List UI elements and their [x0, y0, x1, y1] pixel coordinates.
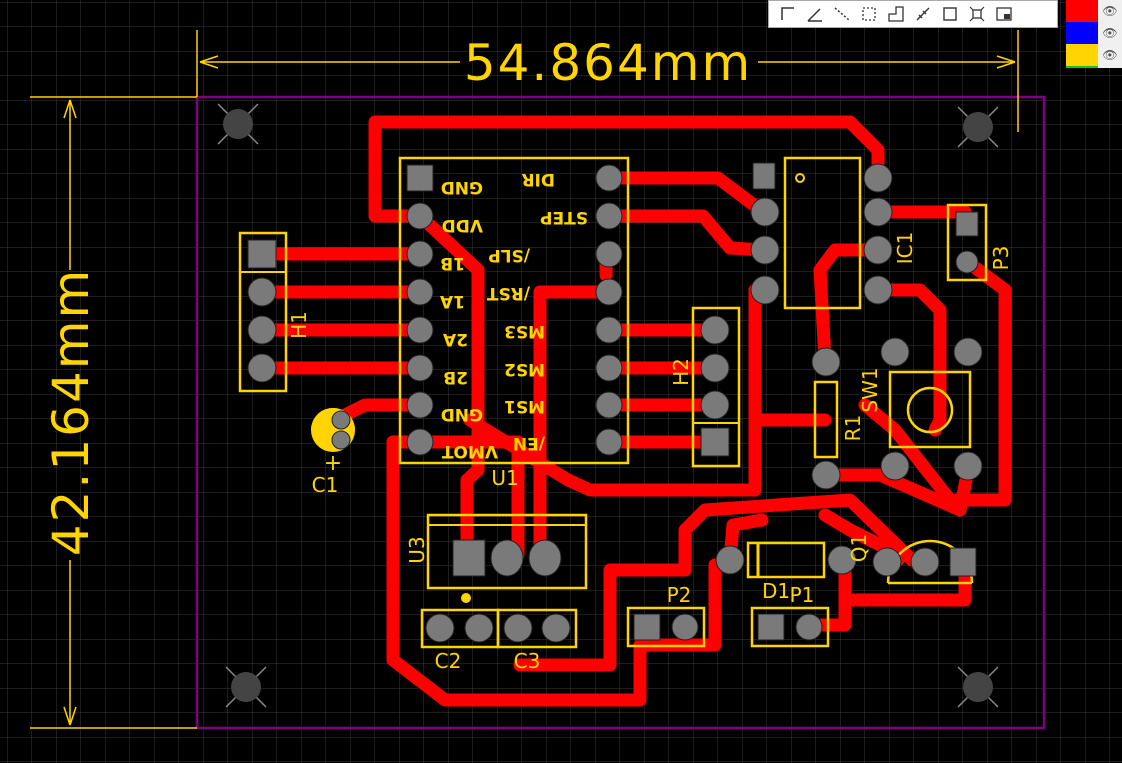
- drawing-toolbar: [768, 0, 1058, 28]
- measure-icon[interactable]: [912, 3, 934, 25]
- ic1-label: IC1: [893, 232, 917, 265]
- layer-swatch-red[interactable]: [1066, 0, 1098, 22]
- component-u3[interactable]: U3: [405, 513, 588, 590]
- component-r1[interactable]: R1: [811, 347, 865, 490]
- u1-pin-l6: GND: [441, 404, 483, 424]
- u1-label: U1: [491, 466, 518, 490]
- u1-pin-r2: /SLP: [488, 245, 530, 265]
- p1-label: P1: [790, 583, 815, 607]
- mounting-hole-bl: [225, 666, 267, 708]
- component-p3[interactable]: P3: [946, 203, 1013, 282]
- sw1-label: SW1: [858, 367, 882, 412]
- dimension-height: [30, 96, 197, 729]
- component-q1[interactable]: Q1: [847, 534, 977, 585]
- u1-pin-l4: 2A: [442, 329, 468, 349]
- component-p2[interactable]: P2: [626, 583, 706, 648]
- p2-label: P2: [667, 583, 692, 607]
- layer-row-red[interactable]: 👁: [1066, 0, 1122, 22]
- u1-pin-r1: STEP: [540, 207, 588, 227]
- route-icon[interactable]: [777, 3, 799, 25]
- p3-label: P3: [989, 246, 1013, 271]
- u3-label: U3: [405, 536, 429, 563]
- u1-pin-l2: 1B: [440, 253, 465, 273]
- dashed-rect-icon[interactable]: [858, 3, 880, 25]
- component-c1[interactable]: + C1: [311, 408, 355, 497]
- u1-pin-r0: DIR: [521, 169, 555, 189]
- q1-label: Q1: [847, 534, 871, 562]
- u1-right-pads: [595, 164, 623, 456]
- component-h1[interactable]: H1: [238, 231, 311, 393]
- eye-icon[interactable]: 👁: [1102, 26, 1118, 40]
- mounting-holes: [217, 103, 999, 708]
- c3-label: C3: [514, 649, 541, 673]
- h2-label: H2: [669, 358, 693, 386]
- component-ic1[interactable]: IC1: [750, 156, 917, 310]
- layer-panel: 👁 👁 👁: [1066, 0, 1122, 68]
- c1-label: C1: [312, 473, 339, 497]
- u1-pin-r6: MS1: [504, 396, 545, 416]
- polygon-icon[interactable]: [885, 3, 907, 25]
- component-sw1[interactable]: SW1: [858, 337, 983, 481]
- board-outline: [195, 95, 1046, 730]
- u1-pin-l1: VDD: [442, 215, 483, 235]
- u1-pin-r5: MS2: [504, 359, 545, 379]
- layer-swatch-yellow[interactable]: [1066, 44, 1098, 66]
- h1-label: H1: [287, 311, 311, 339]
- component-icon[interactable]: [966, 3, 988, 25]
- component-c3[interactable]: C3: [496, 608, 578, 673]
- component-h2[interactable]: H2: [669, 306, 741, 468]
- component-u1[interactable]: GND VDD 1B 1A 2A 2B GND VMOT DIR STEP /S…: [398, 156, 630, 490]
- layer-swatch-blue[interactable]: [1066, 22, 1098, 44]
- layer-row-yellow[interactable]: 👁: [1066, 44, 1122, 66]
- window-icon[interactable]: [993, 3, 1015, 25]
- u1-pin-l3: 1A: [439, 291, 465, 311]
- component-d1[interactable]: D1: [715, 541, 857, 603]
- component-c2[interactable]: C2: [420, 593, 500, 673]
- rect-icon[interactable]: [939, 3, 961, 25]
- u1-pin-r7: /EN: [513, 433, 545, 453]
- c2-label: C2: [435, 649, 462, 673]
- u1-pin-l7: VMOT: [441, 441, 498, 461]
- u1-pin-r4: MS3: [504, 321, 545, 341]
- dotted-line-icon[interactable]: [831, 3, 853, 25]
- layer-row-blue[interactable]: 👁: [1066, 22, 1122, 44]
- mounting-hole-tl: [217, 103, 259, 145]
- u1-pin-r3: /RST: [486, 283, 530, 303]
- mounting-hole-tr: [957, 106, 999, 148]
- angle-icon[interactable]: [804, 3, 826, 25]
- d1-label: D1: [762, 579, 790, 603]
- eye-icon[interactable]: 👁: [1102, 48, 1118, 62]
- dimension-width: [196, 30, 1019, 132]
- component-p1[interactable]: P1: [750, 583, 830, 648]
- dimension-width-label: 54.864mm: [464, 34, 752, 92]
- dimension-height-label: 42.164mm: [42, 268, 100, 556]
- c1-polarity: +: [324, 451, 342, 476]
- u1-left-pads: [406, 164, 434, 456]
- r1-label: R1: [841, 415, 865, 442]
- u1-pin-l0: GND: [441, 177, 483, 197]
- mounting-hole-br: [957, 666, 999, 708]
- eye-icon[interactable]: 👁: [1102, 4, 1118, 18]
- u1-pin-l5: 2B: [443, 367, 468, 387]
